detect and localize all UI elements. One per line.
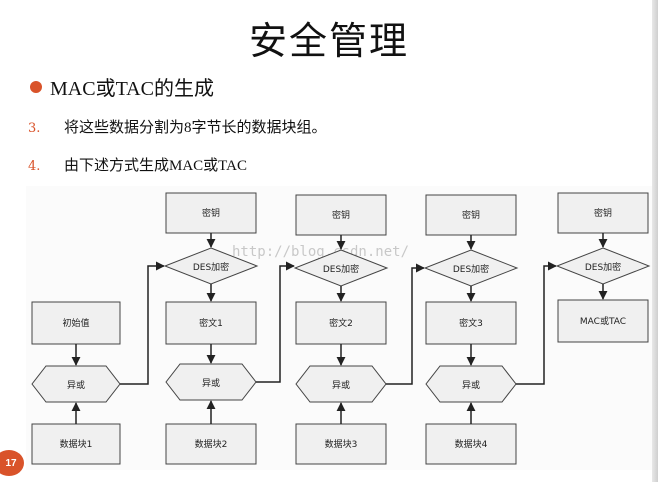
- page-number-badge: 17: [0, 450, 24, 476]
- xor-node-1: 异或: [31, 365, 121, 403]
- key-box-4: 密钥: [557, 192, 649, 234]
- des-label: DES加密: [453, 263, 489, 275]
- data-block-1: 数据块1: [31, 423, 121, 465]
- des-label: DES加密: [323, 263, 359, 275]
- init-value-label: 初始值: [62, 317, 89, 329]
- cipher-label: 密文2: [329, 317, 353, 329]
- des-label: DES加密: [193, 261, 229, 273]
- data-block-label: 数据块3: [325, 438, 358, 450]
- data-block-label: 数据块1: [60, 438, 93, 450]
- key-label: 密钥: [332, 209, 350, 221]
- key-box-3: 密钥: [425, 194, 517, 236]
- main-bullet: MAC或TAC的生成: [30, 72, 214, 101]
- list-item-4: 4. 由下述方式生成MAC或TAC: [28, 154, 247, 175]
- des-node-3: DES加密: [423, 249, 519, 287]
- cipher-box-2: 密文2: [295, 301, 387, 345]
- xor-label: 异或: [332, 379, 350, 391]
- bullet-dot-icon: [30, 80, 42, 93]
- key-label: 密钥: [594, 207, 612, 219]
- des-node-4: DES加密: [555, 247, 651, 285]
- key-label: 密钥: [462, 209, 480, 221]
- list-item-number: 4.: [28, 159, 41, 174]
- xor-label: 异或: [67, 379, 85, 391]
- des-label: DES加密: [585, 261, 621, 273]
- list-item-number: 3.: [28, 121, 41, 136]
- cipher-label: 密文3: [459, 317, 483, 329]
- data-block-4: 数据块4: [425, 423, 517, 465]
- list-item-text: 将这些数据分割为8字节长的数据块组。: [64, 120, 327, 136]
- xor-label: 异或: [202, 377, 220, 389]
- cipher-box-3: 密文3: [425, 301, 517, 345]
- cipher-box-1: 密文1: [165, 301, 257, 345]
- key-box-1: 密钥: [165, 192, 257, 234]
- main-bullet-text: MAC或TAC的生成: [50, 78, 214, 100]
- data-block-3: 数据块3: [295, 423, 387, 465]
- key-label: 密钥: [202, 207, 220, 219]
- data-block-2: 数据块2: [165, 423, 257, 465]
- list-item-3: 3. 将这些数据分割为8字节长的数据块组。: [28, 116, 327, 137]
- data-block-label: 数据块2: [195, 438, 228, 450]
- slide-title: 安全管理: [248, 19, 409, 63]
- mac-output-box: MAC或TAC: [557, 299, 649, 343]
- cipher-label: 密文1: [199, 317, 223, 329]
- xor-label: 异或: [462, 379, 480, 391]
- key-box-2: 密钥: [295, 194, 387, 236]
- xor-node-2: 异或: [165, 363, 257, 401]
- xor-node-3: 异或: [295, 365, 387, 403]
- list-item-text: 由下述方式生成MAC或TAC: [64, 158, 247, 174]
- init-value-box: 初始值: [31, 301, 121, 345]
- mac-label: MAC或TAC: [580, 315, 626, 327]
- data-block-label: 数据块4: [455, 438, 488, 450]
- xor-node-4: 异或: [425, 365, 517, 403]
- slide-edge: [652, 0, 658, 482]
- watermark: http://blog.csdn.net/: [232, 244, 409, 260]
